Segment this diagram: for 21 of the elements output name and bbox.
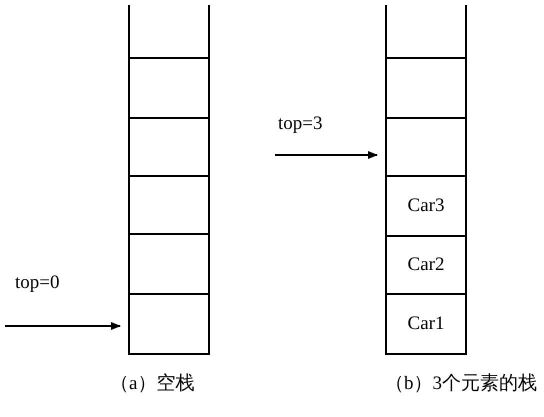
caption: （b）3个元素的栈: [385, 372, 537, 396]
edge-label: top=0: [15, 272, 60, 294]
edge-label: top=3: [278, 113, 322, 135]
open-stack-cell: [385, 5, 467, 59]
stack-cell: [128, 175, 210, 235]
stack-cell: [128, 117, 210, 177]
arrow: [5, 322, 121, 330]
cell-text: Car1: [408, 313, 444, 335]
stack-cell: [385, 57, 467, 119]
stack-cell: [128, 293, 210, 355]
arrow: [275, 151, 378, 159]
stack-cell: [385, 175, 467, 237]
caption: （a）空栈: [110, 372, 194, 396]
stack-cell: [128, 233, 210, 295]
stack-cell: [128, 57, 210, 119]
open-stack-cell: [128, 5, 210, 59]
stack-cell: [385, 235, 467, 295]
stack-cell: [385, 293, 467, 355]
cell-text: Car2: [408, 254, 444, 276]
stack-cell: [385, 117, 467, 177]
cell-text: Car3: [408, 195, 444, 217]
